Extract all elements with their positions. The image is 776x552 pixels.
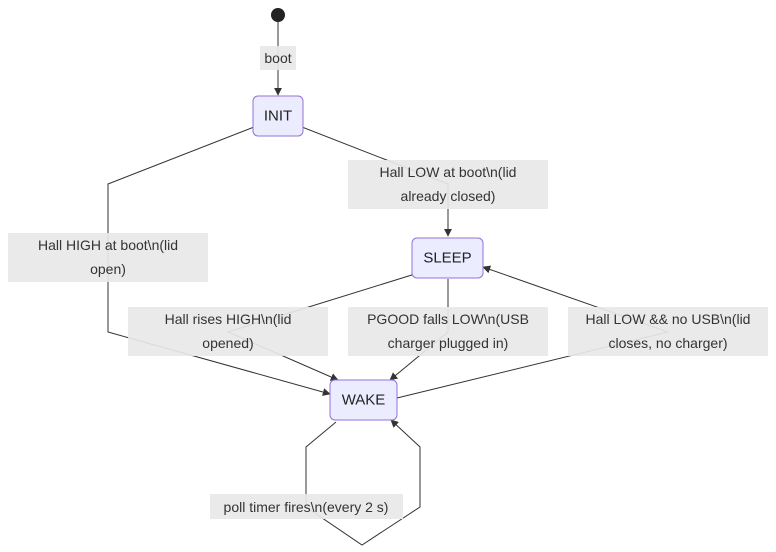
label-sleep-to-wake-pgood-line1: PGOOD falls LOW\n(USB bbox=[367, 311, 529, 327]
label-init-to-sleep-line2: already closed) bbox=[401, 188, 496, 204]
state-init-label: INIT bbox=[264, 108, 292, 125]
label-sleep-to-wake-hall: Hall rises HIGH\n(lid opened) bbox=[128, 307, 328, 356]
label-boot: boot bbox=[260, 46, 296, 70]
label-sleep-to-wake-hall-line1: Hall rises HIGH\n(lid bbox=[165, 311, 292, 327]
state-wake: WAKE bbox=[329, 379, 398, 421]
label-sleep-to-wake-pgood: PGOOD falls LOW\n(USB charger plugged in… bbox=[348, 307, 548, 356]
state-wake-label: WAKE bbox=[342, 392, 386, 409]
label-sleep-to-wake-hall-line2: opened) bbox=[202, 335, 253, 351]
label-init-to-wake-line1: Hall HIGH at boot\n(lid bbox=[38, 237, 178, 253]
label-wake-to-sleep: Hall LOW && no USB\n(lid closes, no char… bbox=[568, 307, 768, 356]
label-init-to-wake-line2: open) bbox=[90, 261, 126, 277]
label-wake-self-text: poll timer fires\n(every 2 s) bbox=[224, 499, 389, 515]
state-sleep-label: SLEEP bbox=[423, 250, 471, 267]
start-node bbox=[271, 8, 285, 22]
label-init-to-sleep-line1: Hall LOW at boot\n(lid bbox=[380, 164, 517, 180]
label-boot-text: boot bbox=[264, 50, 291, 66]
label-sleep-to-wake-pgood-line2: charger plugged in) bbox=[388, 335, 509, 351]
label-wake-to-sleep-line1: Hall LOW && no USB\n(lid bbox=[586, 311, 751, 327]
label-init-to-sleep: Hall LOW at boot\n(lid already closed) bbox=[348, 160, 548, 209]
state-sleep: SLEEP bbox=[411, 237, 484, 279]
state-init: INIT bbox=[252, 95, 304, 137]
edge-wake-self bbox=[305, 419, 421, 546]
edges bbox=[107, 22, 670, 546]
label-wake-self: poll timer fires\n(every 2 s) bbox=[210, 494, 403, 519]
label-wake-to-sleep-line2: closes, no charger) bbox=[608, 335, 727, 351]
label-init-to-wake: Hall HIGH at boot\n(lid open) bbox=[8, 233, 208, 282]
